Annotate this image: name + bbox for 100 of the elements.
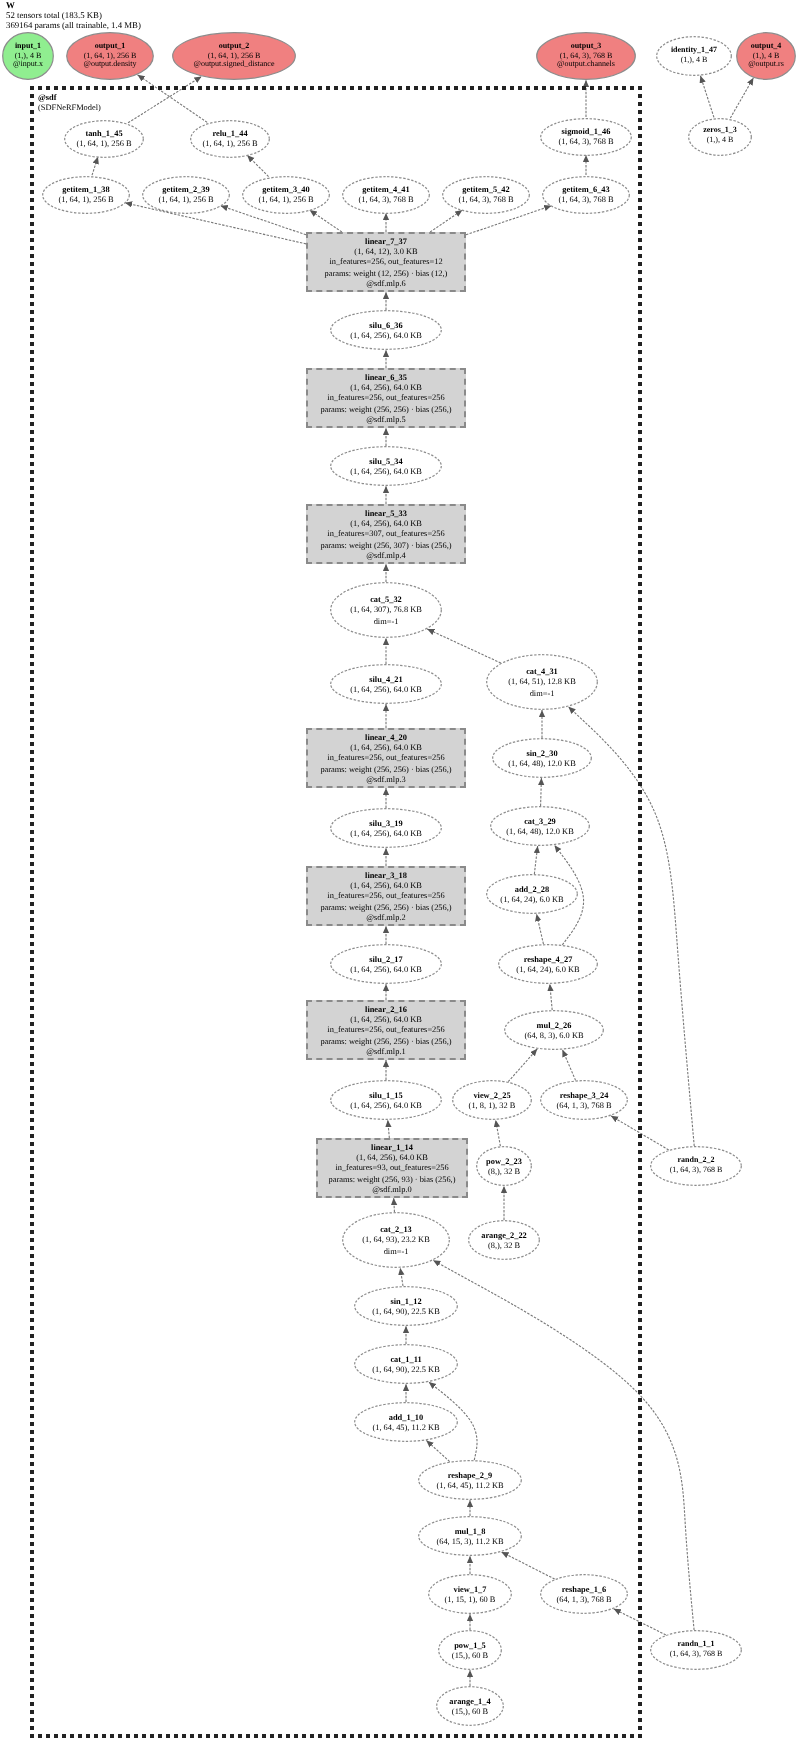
arrow bbox=[567, 706, 695, 1147]
layer-box bbox=[306, 504, 466, 564]
operation-ellipse bbox=[650, 1146, 742, 1186]
arrow bbox=[382, 703, 390, 729]
arrow bbox=[127, 75, 203, 124]
arrow bbox=[385, 1119, 392, 1139]
arrow bbox=[382, 291, 390, 311]
arrow bbox=[425, 1439, 451, 1463]
operation-ellipse bbox=[330, 446, 442, 486]
operation-ellipse bbox=[64, 119, 144, 157]
operation-ellipse bbox=[492, 738, 592, 778]
operation-ellipse bbox=[418, 1516, 522, 1556]
arrow bbox=[432, 1259, 695, 1631]
arrow bbox=[382, 563, 390, 583]
arrow bbox=[500, 1551, 556, 1580]
arrow bbox=[382, 427, 390, 447]
layer-box bbox=[306, 728, 466, 788]
layer-box bbox=[306, 1000, 466, 1060]
arrow bbox=[398, 1267, 405, 1287]
arrow bbox=[382, 847, 390, 867]
operation-ellipse bbox=[438, 1630, 502, 1670]
arrow bbox=[507, 1048, 538, 1083]
module-frame bbox=[30, 86, 642, 1738]
arrow bbox=[136, 74, 208, 123]
arrow bbox=[610, 1115, 670, 1151]
arrow bbox=[561, 1049, 577, 1081]
arrow bbox=[538, 777, 545, 807]
arrow bbox=[246, 154, 270, 178]
arrow bbox=[124, 201, 307, 245]
input-ellipse bbox=[2, 32, 54, 80]
arrow bbox=[500, 1185, 508, 1221]
output-ellipse bbox=[172, 32, 296, 80]
arrow bbox=[402, 1325, 410, 1345]
arrow bbox=[382, 212, 390, 233]
operation-ellipse bbox=[190, 119, 270, 157]
arrow bbox=[382, 983, 390, 1001]
operation-ellipse bbox=[442, 175, 530, 213]
operation-ellipse bbox=[452, 1080, 532, 1120]
arrow bbox=[466, 1669, 474, 1687]
output-ellipse bbox=[736, 32, 796, 80]
arrow bbox=[466, 1555, 474, 1575]
operation-ellipse bbox=[486, 654, 598, 710]
arrow bbox=[309, 209, 343, 233]
operation-ellipse bbox=[342, 1212, 450, 1268]
operation-ellipse bbox=[418, 1460, 522, 1500]
arrow bbox=[390, 1197, 398, 1213]
operation-ellipse bbox=[354, 1402, 458, 1442]
output-ellipse bbox=[536, 32, 636, 80]
arrow bbox=[729, 77, 754, 119]
operation-ellipse bbox=[330, 582, 442, 638]
layer-box bbox=[306, 866, 466, 926]
arrow bbox=[699, 75, 715, 118]
arrow bbox=[547, 983, 554, 1011]
arrow bbox=[428, 1381, 478, 1461]
operation-ellipse bbox=[342, 175, 430, 213]
arrow bbox=[538, 709, 546, 739]
operation-ellipse bbox=[42, 175, 130, 213]
output-ellipse bbox=[66, 32, 154, 80]
arrow bbox=[382, 1059, 390, 1081]
layer-box bbox=[316, 1138, 468, 1198]
operation-ellipse bbox=[504, 1010, 604, 1050]
arrow bbox=[382, 925, 390, 945]
operation-ellipse bbox=[498, 944, 598, 984]
operation-ellipse bbox=[330, 1080, 442, 1120]
operation-ellipse bbox=[330, 664, 442, 704]
arrow bbox=[382, 349, 390, 369]
layer-box bbox=[306, 368, 466, 428]
arrow bbox=[493, 1119, 501, 1147]
operation-ellipse bbox=[486, 874, 578, 914]
arrow bbox=[535, 913, 544, 945]
layer-box bbox=[306, 232, 466, 292]
operation-ellipse bbox=[540, 1080, 628, 1120]
operation-ellipse bbox=[476, 1146, 532, 1186]
operation-ellipse bbox=[428, 1574, 512, 1614]
arrow bbox=[382, 787, 390, 809]
arrow bbox=[91, 156, 99, 176]
operation-ellipse bbox=[540, 1574, 628, 1614]
arrow bbox=[582, 79, 590, 118]
operation-ellipse bbox=[656, 36, 732, 76]
operation-ellipse bbox=[468, 1220, 540, 1260]
arrow bbox=[533, 845, 540, 875]
operation-ellipse bbox=[330, 944, 442, 984]
operation-ellipse bbox=[354, 1286, 458, 1326]
arrow bbox=[426, 628, 502, 664]
operation-ellipse bbox=[436, 1686, 504, 1726]
operation-ellipse bbox=[490, 806, 590, 846]
arrow bbox=[466, 1613, 474, 1631]
operation-ellipse bbox=[242, 175, 330, 213]
arrow bbox=[582, 154, 590, 176]
arrow bbox=[402, 1383, 410, 1403]
arrow bbox=[382, 637, 390, 665]
arrow bbox=[613, 1608, 667, 1636]
operation-ellipse bbox=[688, 117, 752, 155]
arrow bbox=[429, 209, 463, 233]
arrow bbox=[466, 1499, 474, 1517]
operation-ellipse bbox=[330, 808, 442, 848]
arrow bbox=[553, 844, 585, 946]
operation-ellipse bbox=[650, 1630, 742, 1670]
operation-ellipse bbox=[354, 1344, 458, 1384]
arrow bbox=[465, 205, 552, 236]
